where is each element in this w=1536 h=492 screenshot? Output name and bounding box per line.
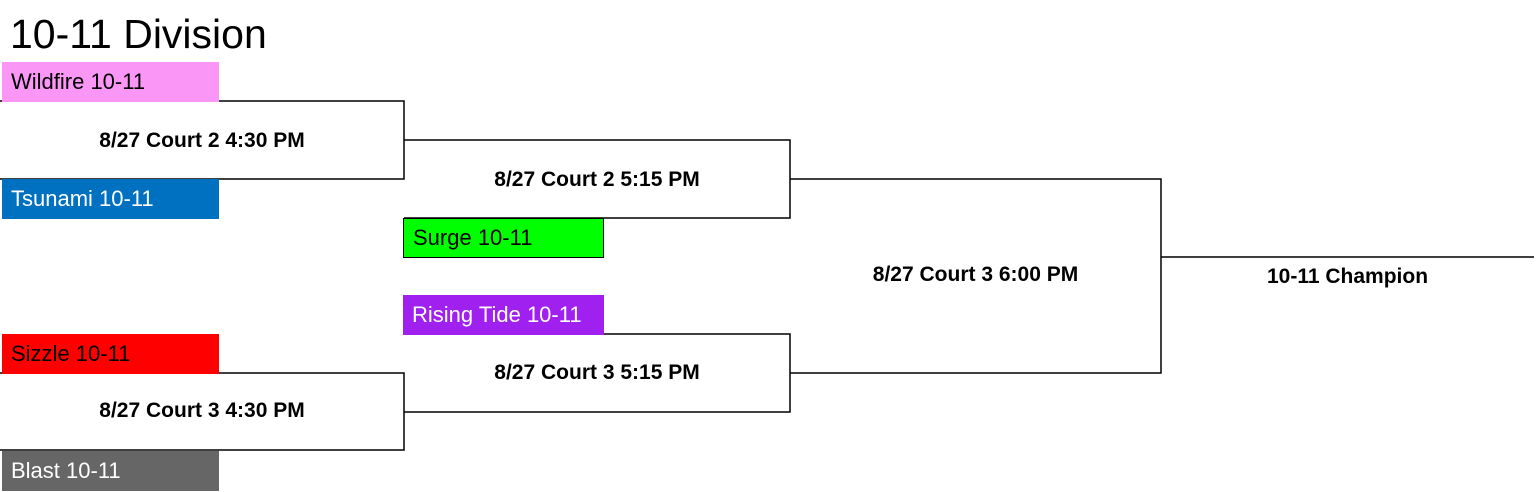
game-round1-bottom: 8/27 Court 3 4:30 PM	[99, 399, 305, 422]
team-rising-tide: Rising Tide 10-11	[403, 295, 604, 335]
team-blast: Blast 10-11	[2, 451, 219, 491]
game-round2-bottom: 8/27 Court 3 5:15 PM	[494, 361, 700, 384]
game-final: 8/27 Court 3 6:00 PM	[872, 263, 1079, 286]
team-sizzle: Sizzle 10-11	[2, 334, 219, 374]
team-tsunami: Tsunami 10-11	[2, 179, 219, 219]
page-title: 10-11 Division	[10, 11, 267, 57]
team-surge: Surge 10-11	[403, 218, 604, 258]
game-round1-top: 8/27 Court 2 4:30 PM	[99, 129, 305, 152]
game-round2-top: 8/27 Court 2 5:15 PM	[494, 168, 700, 191]
champion-label: 10-11 Champion	[1266, 265, 1429, 288]
bracket-line-final	[790, 178, 1162, 374]
team-wildfire: Wildfire 10-11	[2, 62, 219, 102]
